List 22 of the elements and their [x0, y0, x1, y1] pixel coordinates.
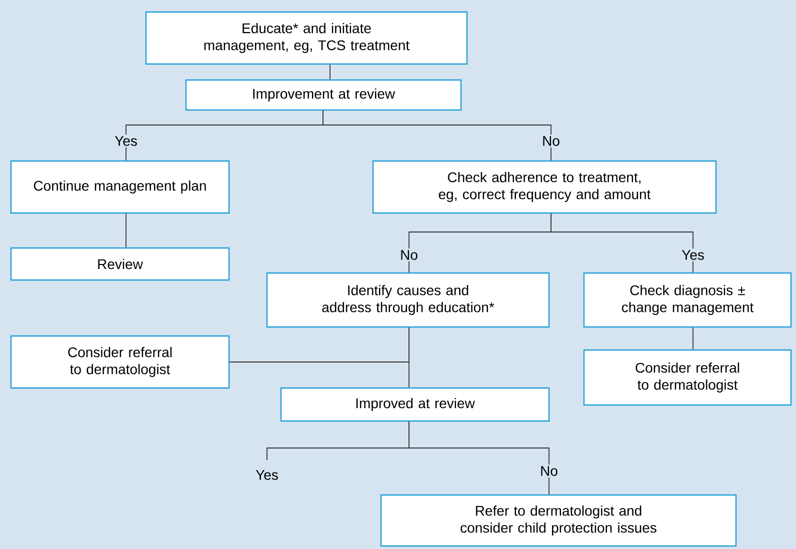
process-box: Check diagnosis ± change management: [583, 272, 792, 328]
edge-label: Yes: [113, 134, 139, 148]
connector-line: [550, 213, 694, 273]
connector-line: [322, 110, 552, 161]
process-box: Refer to dermatologist and consider child protection issues: [380, 494, 737, 547]
process-box: Consider referral to dermatologist: [583, 349, 792, 406]
edge-label: Yes: [680, 248, 706, 262]
process-box: Check adherence to treatment, eg, correct frequency and amount: [372, 160, 717, 214]
process-box: Educate* and initiate management, eg, TCS treatment: [145, 11, 468, 65]
edge-label: No: [540, 134, 562, 148]
process-box: Review: [10, 247, 230, 281]
edge-label: Yes: [254, 468, 280, 482]
connector-line: [692, 327, 694, 350]
process-box: Identify causes and address through education*: [266, 272, 550, 328]
process-box: Consider referral to dermatologist: [10, 335, 230, 389]
process-box: Improvement at review: [185, 79, 462, 111]
edge-label: No: [538, 464, 560, 478]
edge-label: No: [398, 248, 420, 262]
connector-line: [408, 421, 550, 495]
process-box: Improved at review: [280, 387, 550, 422]
process-box: Continue management plan: [10, 160, 230, 214]
connector-line: [229, 327, 410, 362]
